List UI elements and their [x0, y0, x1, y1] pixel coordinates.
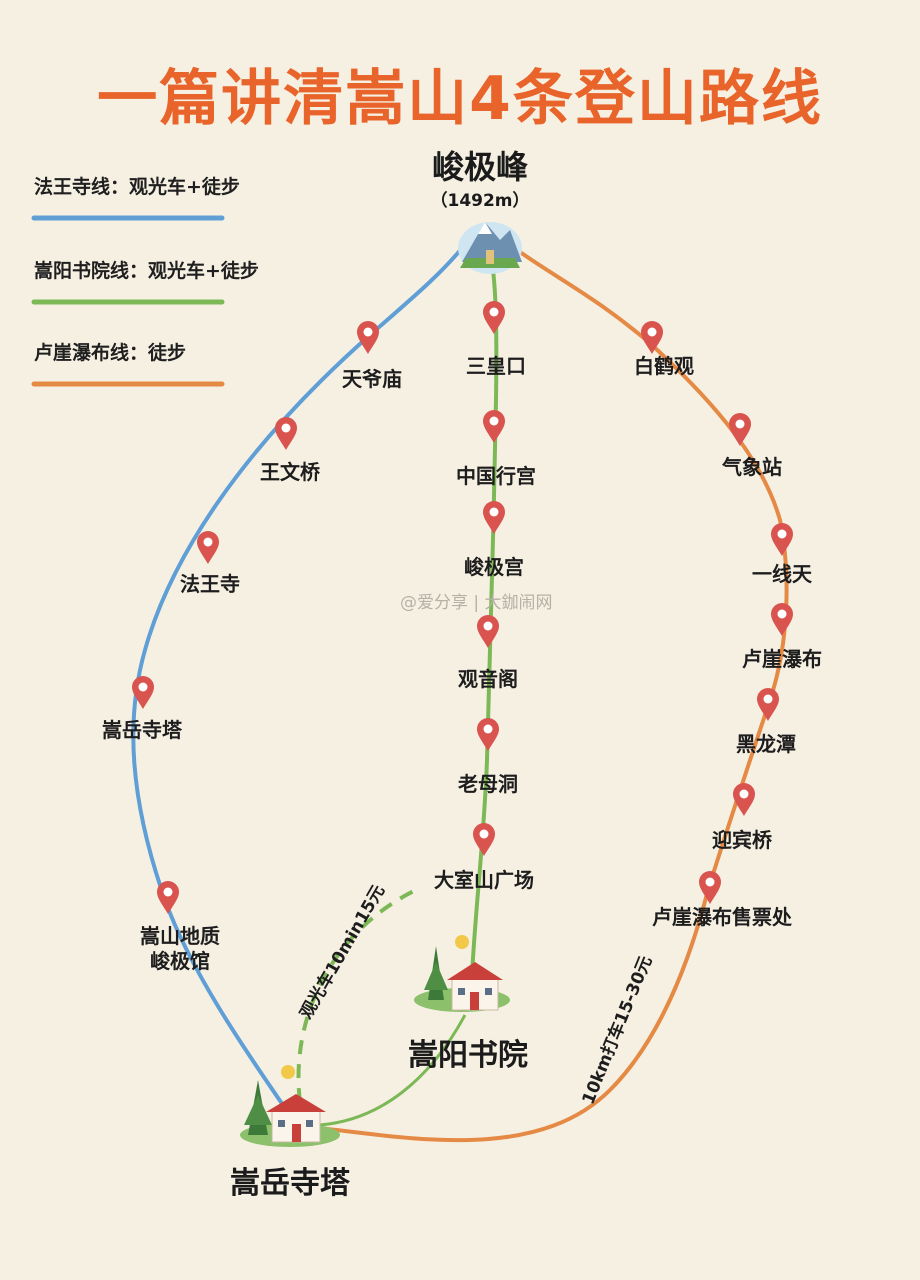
location-pin-icon [699, 871, 721, 904]
location-pin-icon [157, 881, 179, 914]
location-pin-icon [477, 615, 499, 648]
start-songyang-academy: 嵩阳书院 [408, 1038, 528, 1073]
location-pin-icon [477, 718, 499, 751]
stop-songyang-5: 老母洞 [458, 772, 518, 796]
legend-label-songyang: 嵩阳书院线：观光车+徒步 [34, 260, 259, 282]
location-pin-icon [197, 531, 219, 564]
summit-elevation: （1492m） [430, 191, 530, 211]
page-title: 一篇讲清嵩山4条登山路线 [97, 64, 823, 134]
location-pin-icon [483, 501, 505, 534]
stop-luya-2: 气象站 [722, 455, 782, 479]
route-line-luya [319, 250, 789, 1143]
location-pin-icon [771, 523, 793, 556]
stop-songyang-6: 大室山广场 [434, 868, 534, 892]
location-pin-icon [729, 413, 751, 446]
route-line-songyang [470, 261, 499, 976]
stop-luya-7: 卢崖瀑布售票处 [652, 905, 792, 929]
stop-luya-5: 黑龙潭 [736, 732, 796, 756]
location-pin-icon [641, 321, 663, 354]
stop-fawangsi-4: 嵩岳寺塔 [102, 718, 182, 742]
legend-label-fawangsi: 法王寺线：观光车+徒步 [34, 176, 240, 198]
location-pin-icon [771, 603, 793, 636]
location-pin-icon [132, 676, 154, 709]
summit-mountain-icon [458, 222, 522, 274]
stop-songyang-1: 三皇口 [466, 354, 526, 378]
stop-fawangsi-2: 王文桥 [260, 460, 320, 484]
watermark: @爱分享 | 大鉫闹网 [400, 593, 553, 613]
stop-fawangsi-3: 法王寺 [180, 572, 240, 596]
location-pin-icon [733, 783, 755, 816]
songyue-pagoda-icon [240, 1065, 340, 1147]
legend-label-luya: 卢崖瀑布线：徒步 [34, 342, 187, 364]
location-pin-icon [275, 417, 297, 450]
stop-songyang-3: 峻极宫 [464, 555, 524, 579]
summit-name: 峻极峰 [431, 148, 528, 186]
shuttle-dashed-line [296, 886, 421, 1103]
stop-luya-6: 迎宾桥 [712, 828, 772, 852]
stop-luya-4: 卢崖瀑布 [742, 647, 822, 671]
stop-songyang-4: 观音阁 [458, 667, 518, 691]
stop-luya-1: 白鹤观 [634, 354, 694, 378]
location-pin-icon [483, 301, 505, 334]
stop-luya-3: 一线天 [752, 562, 812, 586]
route-line-connector [319, 1014, 467, 1127]
location-pin-icon [357, 321, 379, 354]
stop-fawangsi-1: 天爷庙 [342, 367, 402, 391]
location-pin-icon [757, 688, 779, 721]
stop-fawangsi-5: 嵩山地质 峻极馆 [140, 924, 220, 973]
start-songyue-pagoda: 嵩岳寺塔 [230, 1166, 350, 1201]
location-pin-icon [483, 410, 505, 443]
map-pins [132, 301, 793, 914]
location-pin-icon [473, 823, 495, 856]
songyang-academy-icon [414, 935, 510, 1012]
stop-songyang-2: 中国行宫 [456, 464, 536, 488]
